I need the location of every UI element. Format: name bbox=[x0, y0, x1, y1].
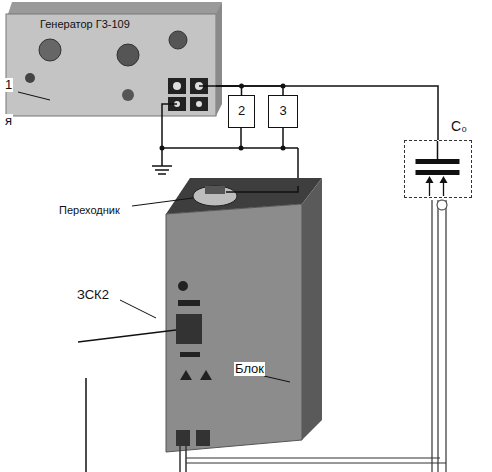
wire bbox=[216, 86, 283, 95]
adapter bbox=[193, 186, 237, 206]
wire bbox=[240, 128, 242, 148]
callout-number: 1 bbox=[4, 78, 13, 92]
adapter bbox=[205, 186, 225, 194]
junction-dot bbox=[281, 84, 286, 89]
cable bbox=[186, 462, 446, 463]
device-label: Генератор Г3-109 bbox=[40, 18, 150, 30]
connector bbox=[437, 200, 447, 210]
wire bbox=[282, 128, 284, 148]
wire bbox=[199, 85, 216, 87]
cable bbox=[431, 200, 432, 472]
probe-arrow bbox=[440, 176, 448, 183]
indicator bbox=[178, 281, 188, 291]
junction-dot bbox=[239, 84, 244, 89]
generator-knob bbox=[122, 89, 134, 101]
cable bbox=[78, 330, 176, 342]
warning-sign bbox=[180, 370, 192, 380]
capacitor-symbol bbox=[405, 141, 470, 196]
block-side bbox=[302, 178, 322, 440]
frame-line bbox=[85, 378, 87, 472]
terminal bbox=[168, 78, 186, 94]
connector-name: ЗСК2 bbox=[76, 288, 110, 302]
panel-mark bbox=[180, 352, 200, 357]
ground-symbol bbox=[161, 148, 163, 166]
part-name: Блок bbox=[234, 362, 265, 376]
ground-wire bbox=[162, 147, 298, 149]
unit-number: 3 bbox=[279, 104, 286, 118]
ground-symbol bbox=[152, 165, 172, 167]
cable bbox=[185, 446, 187, 472]
terminal bbox=[190, 97, 208, 111]
generator-knob bbox=[117, 44, 139, 66]
block-front bbox=[166, 204, 302, 452]
generator-knob bbox=[169, 31, 187, 49]
generator-panel: Генератор Г3-109 bbox=[40, 18, 150, 39]
warning-sign bbox=[200, 370, 212, 380]
cable bbox=[179, 446, 181, 472]
part-name: Переходник bbox=[58, 204, 121, 216]
cable bbox=[445, 200, 446, 472]
socket bbox=[176, 430, 190, 446]
wire bbox=[216, 86, 242, 95]
ground-symbol bbox=[158, 173, 166, 175]
wire bbox=[437, 141, 439, 159]
wire bbox=[226, 186, 298, 192]
probe-arrow bbox=[426, 176, 434, 183]
generator-top bbox=[8, 2, 222, 14]
socket bbox=[196, 430, 210, 446]
leader-line bbox=[132, 198, 193, 206]
generator-side bbox=[216, 2, 222, 116]
capacitor-box: C₀ bbox=[404, 140, 472, 198]
terminal bbox=[196, 101, 202, 107]
generator-switch bbox=[25, 73, 35, 83]
generator-front bbox=[6, 14, 216, 116]
unit-box: 2 bbox=[228, 95, 255, 128]
capacitor-label: C₀ bbox=[451, 119, 467, 134]
panel-mark bbox=[178, 300, 200, 306]
unit-number: 2 bbox=[238, 104, 245, 118]
generator-knob bbox=[39, 39, 61, 61]
leader-line bbox=[120, 300, 156, 318]
leader-line bbox=[18, 92, 50, 100]
connector-socket bbox=[176, 314, 202, 344]
terminal bbox=[173, 82, 181, 90]
unit-box: 3 bbox=[268, 95, 298, 128]
wire bbox=[162, 104, 177, 148]
ground-symbol bbox=[155, 169, 169, 171]
cable bbox=[437, 200, 438, 472]
leader-line bbox=[264, 376, 290, 382]
capacitor-plate bbox=[416, 170, 460, 175]
cable bbox=[186, 457, 440, 458]
capacitor-plate bbox=[416, 159, 460, 164]
cut-text: я bbox=[4, 114, 13, 128]
wire bbox=[216, 86, 438, 140]
